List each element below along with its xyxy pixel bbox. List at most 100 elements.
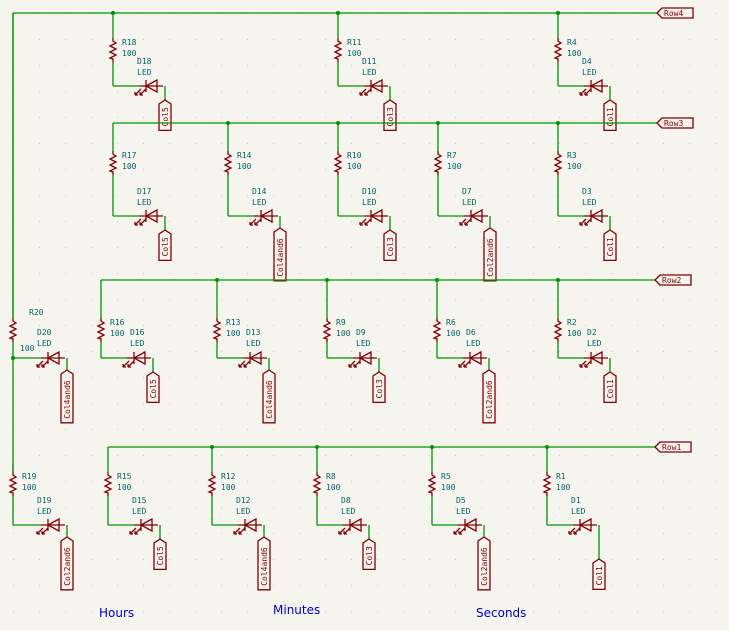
svg-text:D20: D20 [37, 328, 52, 337]
led-icon [579, 208, 608, 226]
svg-text:100: 100 [22, 483, 37, 492]
resistor-icon [223, 151, 233, 175]
led-icon [134, 78, 163, 96]
svg-text:R17: R17 [122, 151, 137, 160]
svg-text:100: 100 [122, 162, 137, 171]
net-label-col5[interactable]: Col5 [158, 99, 172, 132]
net-label-col1[interactable]: Col1 [603, 229, 617, 262]
svg-text:LED: LED [252, 198, 267, 207]
led-icon [359, 78, 388, 96]
row-label-row3[interactable]: Row3 [656, 117, 694, 129]
svg-text:R5: R5 [441, 472, 451, 481]
resistor-icon [427, 472, 437, 496]
svg-text:Col2and6: Col2and6 [63, 547, 72, 586]
led-icon [359, 208, 388, 226]
resistor-icon [553, 38, 563, 62]
svg-text:R6: R6 [446, 318, 456, 327]
net-label-col3[interactable]: Col3 [372, 371, 386, 404]
net-label-col1[interactable]: Col1 [603, 371, 617, 404]
net-label-col2and6[interactable]: Col2and6 [477, 536, 491, 591]
row-label-row1[interactable]: Row1 [654, 441, 692, 453]
resistor-icon [333, 38, 343, 62]
svg-text:Col3: Col3 [375, 379, 384, 398]
net-label-col5[interactable]: Col5 [153, 538, 167, 571]
svg-text:Row2: Row2 [662, 276, 681, 285]
svg-text:100: 100 [556, 483, 571, 492]
svg-text:D11: D11 [362, 57, 377, 66]
net-label-col3[interactable]: Col3 [383, 229, 397, 262]
net-label-col5[interactable]: Col5 [146, 371, 160, 404]
svg-text:100: 100 [237, 162, 252, 171]
junction [430, 445, 434, 449]
svg-text:D14: D14 [252, 187, 267, 196]
svg-text:LED: LED [236, 507, 251, 516]
svg-text:Col5: Col5 [161, 107, 170, 126]
svg-text:LED: LED [582, 68, 597, 77]
net-label-col4and6[interactable]: Col4and6 [60, 369, 74, 424]
svg-text:R16: R16 [110, 318, 125, 327]
svg-text:Col5: Col5 [156, 546, 165, 565]
net-label-col2and6[interactable]: Col2and6 [60, 536, 74, 591]
junction [336, 121, 340, 125]
resistor-icon [432, 318, 442, 342]
svg-text:LED: LED [341, 507, 356, 516]
junction [556, 278, 560, 282]
svg-text:R19: R19 [22, 472, 37, 481]
net-label-col3[interactable]: Col3 [362, 538, 376, 571]
net-label-col4and6[interactable]: Col4and6 [257, 536, 271, 591]
resistor-icon [312, 472, 322, 496]
junction [545, 445, 549, 449]
svg-text:D18: D18 [137, 57, 152, 66]
junction [111, 11, 115, 15]
row-label-row2[interactable]: Row2 [654, 274, 692, 286]
svg-text:R15: R15 [117, 472, 132, 481]
led-icon [579, 350, 608, 368]
svg-text:100: 100 [347, 162, 362, 171]
svg-text:D8: D8 [341, 496, 351, 505]
net-label-col3[interactable]: Col3 [383, 99, 397, 132]
net-label-col2and6[interactable]: Col2and6 [482, 369, 496, 424]
svg-text:Col1: Col1 [606, 379, 615, 398]
circuit: Row4Col5R18100D18LEDCol3R11100D11LEDCol1… [8, 7, 694, 591]
svg-text:LED: LED [466, 339, 481, 348]
resistor-icon [212, 318, 222, 342]
junction [215, 278, 219, 282]
junction [11, 356, 15, 360]
net-label-col4and6[interactable]: Col4and6 [273, 227, 287, 282]
net-label-col1[interactable]: Col1 [603, 99, 617, 132]
svg-text:R18: R18 [122, 38, 137, 47]
resistor-icon [8, 318, 18, 342]
net-label-col1[interactable]: Col1 [592, 558, 606, 591]
svg-text:100: 100 [110, 329, 125, 338]
led-icon [238, 350, 267, 368]
svg-text:LED: LED [132, 507, 147, 516]
led-icon [233, 517, 262, 535]
led-icon [134, 208, 163, 226]
svg-text:Col1: Col1 [606, 107, 615, 126]
svg-text:LED: LED [246, 339, 261, 348]
row-label-row4[interactable]: Row4 [656, 7, 694, 19]
net-label-col4and6[interactable]: Col4and6 [262, 369, 276, 424]
svg-text:R10: R10 [347, 151, 362, 160]
led-icon [459, 208, 488, 226]
svg-text:LED: LED [137, 68, 152, 77]
svg-text:100: 100 [347, 49, 362, 58]
svg-text:100: 100 [326, 483, 341, 492]
resistor-icon [553, 318, 563, 342]
net-label-col5[interactable]: Col5 [158, 229, 172, 262]
net-label-col2and6[interactable]: Col2and6 [483, 227, 497, 282]
